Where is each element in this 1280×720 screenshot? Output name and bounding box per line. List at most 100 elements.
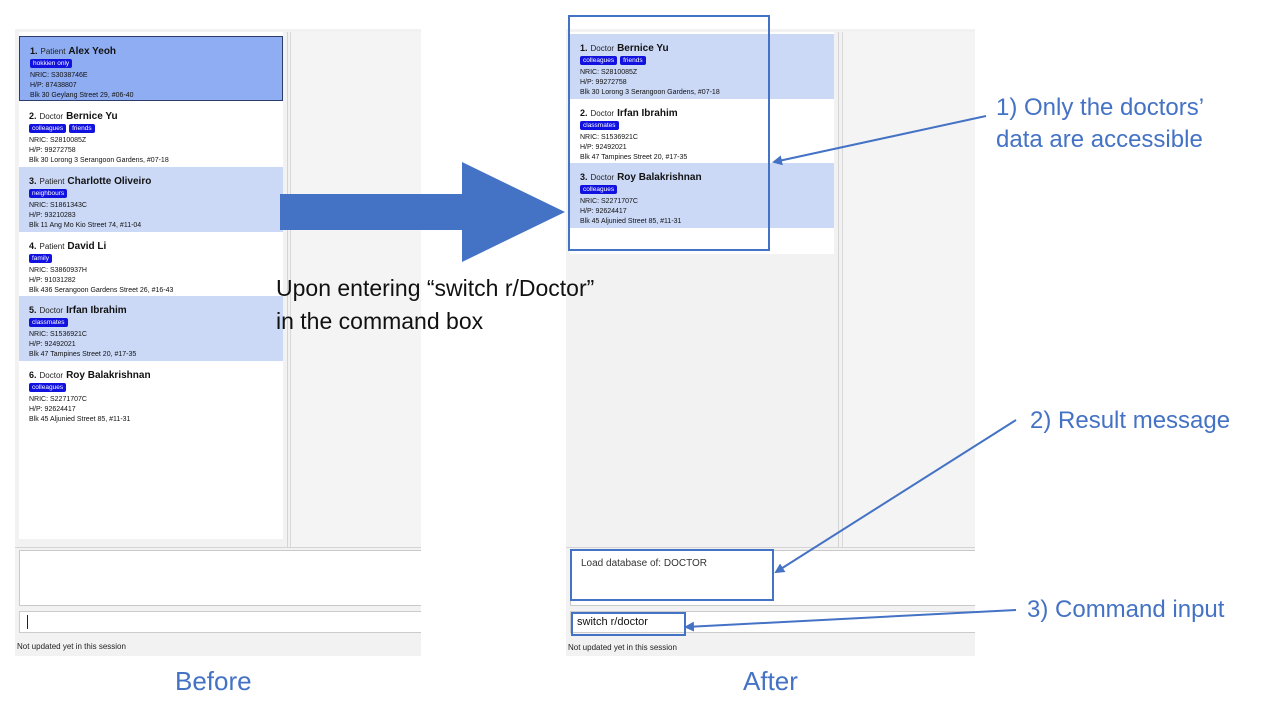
caption-line-1: Upon entering “switch r/Doctor”: [276, 275, 595, 301]
person-role: Doctor: [39, 112, 64, 121]
person-address: Blk 30 Geylang Street 29, #06-40: [30, 92, 134, 99]
person-tag: friends: [620, 56, 646, 65]
label-after: After: [743, 666, 798, 696]
divider: [15, 547, 421, 548]
person-index: 1.: [30, 46, 38, 56]
result-display: [19, 550, 421, 606]
person-role: Doctor: [39, 306, 64, 315]
person-name: Bernice Yu: [66, 111, 118, 122]
person-phone: H/P: 87438807: [30, 82, 77, 89]
person-nric: NRIC: S2810085Z: [580, 69, 638, 76]
person-tag: colleagues: [580, 185, 618, 194]
doctor-list-highlight: [568, 15, 770, 251]
callout-arrow-3: [684, 609, 1017, 632]
person-index: 5.: [29, 305, 37, 315]
caption-line-2: in the command box: [276, 308, 484, 334]
person-role: Patient: [39, 177, 65, 186]
person-name: Bernice Yu: [617, 43, 669, 54]
person-role: Doctor: [590, 44, 615, 53]
person-name: Irfan Ibrahim: [66, 305, 127, 316]
person-tag: colleagues: [29, 124, 67, 133]
person-index: 6.: [29, 370, 37, 380]
side-panel: [290, 32, 421, 547]
person-phone: H/P: 91031282: [29, 277, 76, 284]
person-phone: H/P: 92624417: [580, 208, 627, 215]
divider: [566, 547, 975, 548]
command-input-text: switch r/doctor: [577, 616, 648, 628]
person-role: Doctor: [590, 173, 615, 182]
person-phone: H/P: 99272758: [29, 147, 76, 154]
person-tag: classmates: [580, 121, 619, 130]
person-nric: NRIC: S2271707C: [580, 198, 638, 205]
person-address: Blk 45 Aljunied Street 85, #11-31: [580, 218, 682, 225]
person-address: Blk 30 Lorong 3 Serangoon Gardens, #07-1…: [580, 89, 720, 96]
person-tag: colleagues: [580, 56, 618, 65]
person-nric: NRIC: S2271707C: [29, 396, 87, 403]
person-index: 2.: [580, 108, 588, 118]
person-name: Charlotte Oliveiro: [67, 176, 152, 187]
person-phone: H/P: 92624417: [29, 406, 76, 413]
person-nric: NRIC: S3860937H: [29, 267, 87, 274]
person-name: Alex Yeoh: [68, 46, 117, 57]
person-index: 2.: [29, 111, 37, 121]
person-phone: H/P: 92492021: [29, 341, 76, 348]
person-tag: classmates: [29, 318, 68, 327]
person-role: Patient: [39, 242, 65, 251]
person-role: Doctor: [39, 371, 64, 380]
person-role: Doctor: [590, 109, 615, 118]
person-nric: NRIC: S2810085Z: [29, 137, 87, 144]
person-phone: H/P: 99272758: [580, 79, 627, 86]
annotation-1-line-1: 1) Only the doctors’: [996, 94, 1205, 121]
person-name: Roy Balakrishnan: [66, 370, 151, 381]
panel-divider[interactable]: [838, 32, 839, 547]
person-name: Roy Balakrishnan: [617, 172, 702, 183]
annotation-2: 2) Result message: [1030, 407, 1231, 434]
person-index: 3.: [580, 172, 588, 182]
person-phone: H/P: 93210283: [29, 212, 76, 219]
callout-arrow-1: [772, 115, 987, 166]
person-address: Blk 30 Lorong 3 Serangoon Gardens, #07-1…: [29, 157, 169, 164]
person-role: Patient: [40, 47, 66, 56]
text-caret: [27, 615, 28, 629]
person-address: Blk 47 Tampines Street 20, #17-35: [29, 351, 137, 358]
person-address: Blk 47 Tampines Street 20, #17-35: [580, 154, 688, 161]
status-bar-text: Not updated yet in this session: [17, 642, 126, 651]
person-phone: H/P: 92492021: [580, 144, 627, 151]
person-index: 3.: [29, 176, 37, 186]
person-nric: NRIC: S1536921C: [580, 134, 638, 141]
label-before: Before: [175, 666, 252, 696]
person-address: Blk 11 Ang Mo Kio Street 74, #11-04: [29, 222, 142, 229]
callout-arrow-2: [774, 419, 1017, 574]
transition-arrow-icon: [280, 162, 565, 262]
person-tag: neighbours: [29, 189, 68, 198]
person-address: Blk 45 Aljunied Street 85, #11-31: [29, 416, 131, 423]
person-name: Irfan Ibrahim: [617, 108, 678, 119]
person-index: 4.: [29, 241, 37, 251]
person-address: Blk 436 Serangoon Gardens Street 26, #16…: [29, 287, 174, 294]
person-nric: NRIC: S1536921C: [29, 331, 87, 338]
result-message-highlight: [570, 549, 774, 601]
person-tag: friends: [69, 124, 95, 133]
person-nric: NRIC: S1861343C: [29, 202, 87, 209]
result-message: Load database of: DOCTOR: [581, 558, 707, 569]
person-index: 1.: [580, 43, 588, 53]
command-box[interactable]: [19, 611, 421, 633]
person-tag: hokkien only: [30, 59, 73, 68]
status-bar-text: Not updated yet in this session: [568, 643, 677, 652]
annotation-3: 3) Command input: [1027, 596, 1225, 623]
person-name: David Li: [67, 241, 107, 252]
panel-divider[interactable]: [287, 32, 288, 547]
